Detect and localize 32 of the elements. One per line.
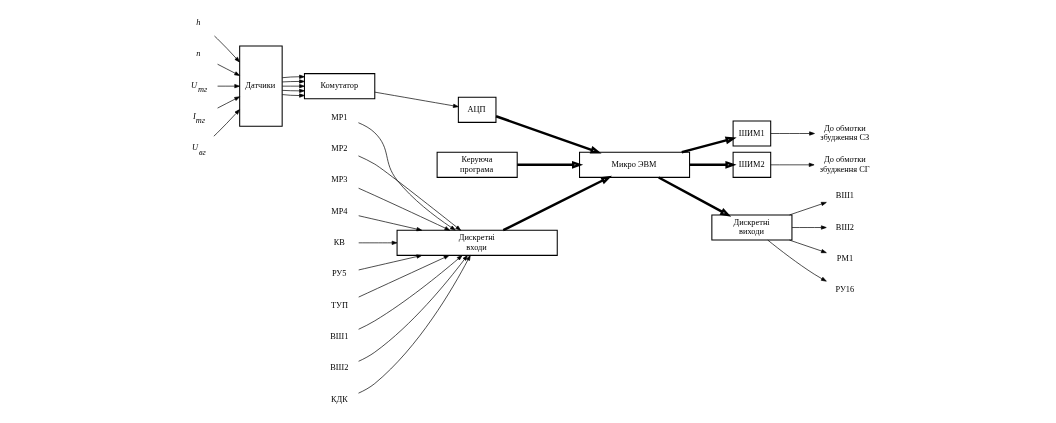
arrow (770, 131, 815, 136)
arrow (358, 155, 461, 231)
arrow (358, 254, 423, 271)
arrow (791, 225, 827, 230)
arrow (358, 255, 468, 362)
arrow (358, 255, 471, 394)
arrow (281, 88, 305, 93)
arrow (217, 63, 240, 76)
arrow (502, 175, 613, 232)
arrow (374, 91, 459, 108)
arrow (358, 215, 423, 232)
arrow (767, 239, 827, 282)
arrow (681, 136, 737, 154)
arrow (281, 93, 305, 98)
arrow (281, 79, 305, 84)
arrow (281, 84, 305, 89)
arrow (214, 35, 240, 63)
arrow (217, 84, 240, 89)
arrow (789, 239, 827, 254)
arrow (358, 255, 463, 330)
arrow (213, 109, 240, 137)
arrow (658, 176, 732, 217)
arrow (358, 187, 451, 231)
arrow (281, 74, 305, 79)
arrow (770, 162, 815, 167)
arrow (358, 240, 398, 245)
arrow (689, 160, 737, 169)
arrow (789, 202, 827, 216)
arrow (358, 255, 450, 298)
arrow (517, 160, 584, 169)
arrow (217, 96, 240, 109)
arrow (358, 122, 456, 231)
